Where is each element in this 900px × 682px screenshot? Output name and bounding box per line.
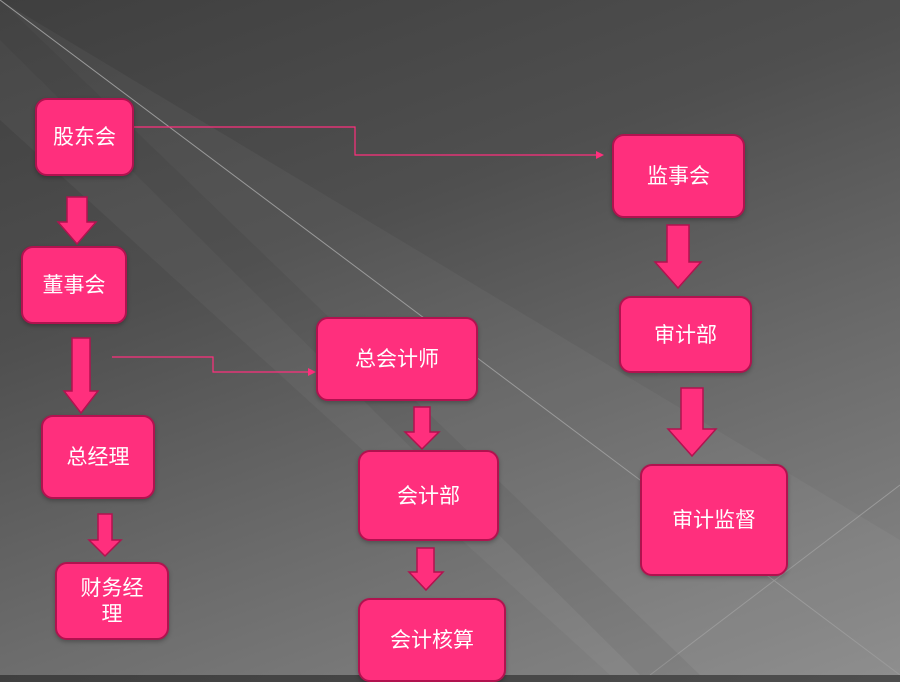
node-supervisory-board: 监事会 — [612, 134, 745, 218]
arrow-shareholders-to-board — [56, 196, 98, 246]
arrow-audit-dept-to-audit-supervision — [666, 387, 718, 458]
node-label: 会计核算 — [390, 628, 474, 652]
connector-arrowhead — [596, 151, 604, 159]
arrow-chief-accountant-to-accounting-dept — [403, 406, 441, 451]
node-audit-dept: 审计部 — [619, 296, 752, 373]
node-label: 总经理 — [66, 445, 130, 469]
node-accounting: 会计核算 — [358, 598, 506, 682]
node-accounting-dept: 会计部 — [358, 450, 499, 541]
arrow-supervisory-to-audit-dept — [653, 224, 703, 290]
node-label: 会计部 — [397, 483, 460, 508]
node-label: 审计监督 — [672, 508, 756, 532]
node-label: 总会计师 — [355, 347, 439, 371]
node-board: 董事会 — [21, 246, 127, 324]
node-chief-accountant: 总会计师 — [316, 317, 478, 401]
node-audit-supervision: 审计监督 — [640, 464, 788, 576]
connector-arrowhead — [308, 368, 316, 376]
node-shareholders: 股东会 — [35, 98, 134, 176]
node-label: 审计部 — [654, 322, 717, 347]
arrow-general-manager-to-finance-manager — [87, 513, 123, 558]
node-label: 股东会 — [53, 125, 116, 149]
connector-board-to-chief-accountant — [112, 356, 312, 373]
node-finance-manager: 财务经 理 — [55, 562, 169, 640]
arrow-accounting-dept-to-accounting — [407, 547, 445, 592]
connector-shareholders-to-supervisory — [130, 126, 600, 156]
node-general-manager: 总经理 — [41, 415, 155, 499]
node-label: 监事会 — [647, 164, 710, 188]
node-label: 财务经 理 — [80, 576, 144, 626]
arrow-board-to-general-manager — [62, 337, 100, 415]
node-label: 董事会 — [42, 273, 106, 297]
